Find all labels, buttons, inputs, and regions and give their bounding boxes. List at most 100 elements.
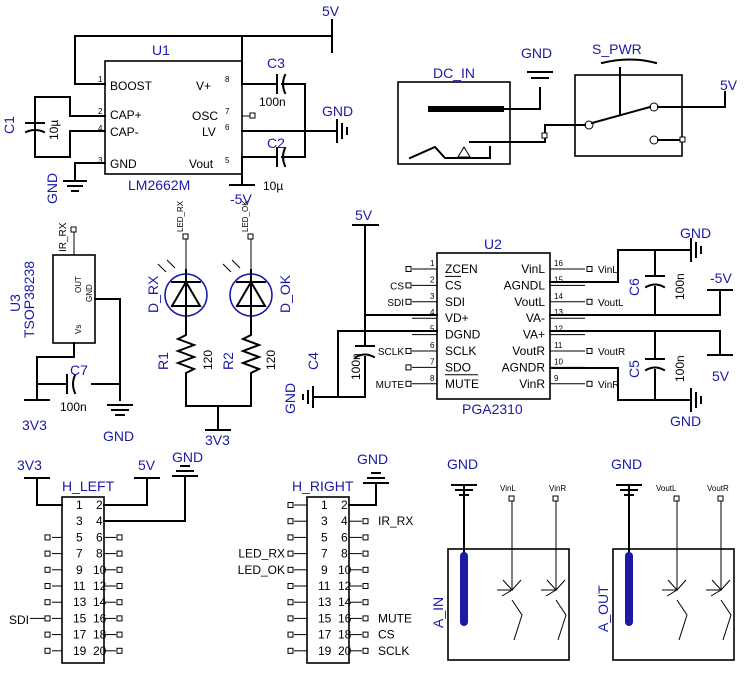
h-right-net-sclk: SCLK bbox=[378, 644, 409, 658]
u1-neg5-symbol: -5V bbox=[229, 184, 255, 207]
u2-pin-num-4: 4 bbox=[430, 308, 435, 317]
u2-net-sclk: SCLK bbox=[378, 347, 404, 358]
c3-val: 100n bbox=[259, 95, 286, 109]
u1-pin-vout: Vout bbox=[189, 157, 214, 171]
u2-gnd-bottom-label: GND bbox=[670, 413, 701, 429]
u2-net-sdi: SDI bbox=[387, 298, 404, 309]
u2-pin-mute: MUTE bbox=[445, 377, 479, 391]
h-right-pin-15: 15 bbox=[318, 611, 332, 625]
c1-ref: C1 bbox=[1, 116, 17, 134]
r2-val: 120 bbox=[264, 350, 278, 370]
u2-ref: U2 bbox=[484, 236, 502, 252]
h-left-pin-6: 6 bbox=[96, 530, 103, 544]
c2-ref: C2 bbox=[267, 135, 285, 151]
h-right-pin-12: 12 bbox=[338, 579, 352, 593]
u2-pin-num-5: 5 bbox=[430, 325, 435, 334]
u2-pin-sdi: SDI bbox=[445, 295, 465, 309]
u1-pin-lv: LV bbox=[202, 125, 216, 139]
r2-resistor: R2 120 bbox=[220, 319, 278, 407]
c3-ref: C3 bbox=[267, 55, 285, 71]
h-left-3v3-label: 3V3 bbox=[17, 457, 42, 473]
h-left-pin-7: 7 bbox=[76, 547, 83, 561]
u2-net-cs: CS bbox=[390, 281, 404, 292]
h-right-pin-3: 3 bbox=[321, 514, 328, 528]
h-left-pin-16: 16 bbox=[93, 611, 107, 625]
u1-num-4: 4 bbox=[98, 124, 103, 133]
h-left-pin-2: 2 bbox=[96, 498, 103, 512]
h-right-pin-7: 7 bbox=[321, 547, 328, 561]
a-out-ref: A_OUT bbox=[595, 585, 611, 632]
u2-5v-right-label: 5V bbox=[712, 368, 730, 384]
h-left-ref: H_LEFT bbox=[62, 478, 115, 494]
a-out-gnd-label: GND bbox=[611, 456, 642, 472]
u1-pin-capp: CAP+ bbox=[110, 108, 142, 122]
h-right-pin-1: 1 bbox=[321, 498, 328, 512]
u1-num-1: 1 bbox=[98, 75, 103, 84]
u3-3v3-label: 3V3 bbox=[22, 417, 47, 433]
h-right-pin-14: 14 bbox=[338, 595, 352, 609]
h-right-net-ir_rx: IR_RX bbox=[378, 514, 413, 528]
d-rx-net: LED_RX bbox=[176, 200, 185, 232]
u2-pin-num-15: 15 bbox=[554, 275, 563, 284]
u2-pin-num-10: 10 bbox=[554, 357, 563, 366]
u2-5v-label: 5V bbox=[355, 207, 373, 223]
u1-num-7: 7 bbox=[225, 107, 230, 116]
u2-pin-num-8: 8 bbox=[430, 374, 435, 383]
s-pwr-ref: S_PWR bbox=[592, 41, 642, 57]
h-right-pin-9: 9 bbox=[321, 563, 328, 577]
s-pwr-5v-label: 5V bbox=[720, 77, 738, 93]
u2-pin-zcen: ZCEN bbox=[445, 262, 478, 276]
d-ok-ref: D_OK bbox=[277, 274, 293, 313]
u1-5v-label: 5V bbox=[322, 3, 340, 19]
dc-in-jack: DC_IN GND bbox=[397, 45, 553, 165]
u2-neg5-label: -5V bbox=[710, 270, 732, 286]
h-right-pin-19: 19 bbox=[318, 644, 332, 658]
u3-pin-out: OUT bbox=[74, 276, 83, 293]
d-rx-ref: D_RX bbox=[145, 275, 161, 313]
u2-net-voutl: VoutL bbox=[598, 298, 624, 309]
u1-num-3: 3 bbox=[98, 156, 103, 165]
u3-net-irrx: IR_RX bbox=[58, 222, 69, 252]
u2-net-vinr: VinR bbox=[598, 380, 620, 391]
h-right-pin-17: 17 bbox=[318, 628, 332, 642]
r1-ref: R1 bbox=[155, 352, 171, 370]
h-right-net-cs: CS bbox=[378, 628, 395, 642]
u3-pin-vs: Vs bbox=[74, 325, 83, 334]
u3-tsop38238: TSOP38238 U3 OUT GND Vs IR_RX C7 100n 3V… bbox=[7, 222, 134, 444]
c6-ref: C6 bbox=[626, 278, 642, 296]
h-right-pin-11: 11 bbox=[318, 579, 331, 593]
h-right-pin-2: 2 bbox=[341, 498, 348, 512]
h-left-sdi-label: SDI bbox=[9, 613, 29, 627]
u1-lm2662m: U1 LM2662M BOOST CAP+ CAP- GND V+ OSC LV… bbox=[98, 42, 243, 193]
h-right-pin-16: 16 bbox=[338, 611, 352, 625]
h-left-gnd-label: GND bbox=[172, 449, 203, 465]
c7-ref: C7 bbox=[70, 362, 88, 378]
u1-gnd-bottom: GND bbox=[44, 173, 87, 204]
h-right-ref: H_RIGHT bbox=[292, 478, 354, 494]
u2-part: PGA2310 bbox=[462, 401, 523, 417]
u1-ref: U1 bbox=[152, 42, 170, 58]
u1-part: LM2662M bbox=[128, 177, 190, 193]
h-left-pin-8: 8 bbox=[96, 547, 103, 561]
u2-pin-vinr: VinR bbox=[519, 377, 545, 391]
h-right-pin-5: 5 bbox=[321, 530, 328, 544]
u1-osc-pad bbox=[249, 112, 256, 119]
dc-in-ref: DC_IN bbox=[433, 65, 475, 81]
u3-part: TSOP38238 bbox=[21, 261, 37, 338]
u1-pin-boost: BOOST bbox=[110, 79, 153, 93]
h-left-pin-19: 19 bbox=[73, 644, 87, 658]
c1-capacitor: C1 10µ bbox=[1, 96, 61, 158]
c5-val: 100n bbox=[673, 355, 687, 382]
u1-num-2: 2 bbox=[98, 107, 103, 116]
c7-val: 100n bbox=[60, 400, 87, 414]
h-left-pin-1: 1 bbox=[76, 498, 83, 512]
u2-pin-vd+: VD+ bbox=[445, 311, 469, 325]
u1-pin-gnd: GND bbox=[110, 157, 137, 171]
r1-resistor: R1 120 bbox=[155, 319, 252, 407]
u2-pin-num-6: 6 bbox=[430, 341, 435, 350]
u2-pin-num-9: 9 bbox=[554, 374, 559, 383]
